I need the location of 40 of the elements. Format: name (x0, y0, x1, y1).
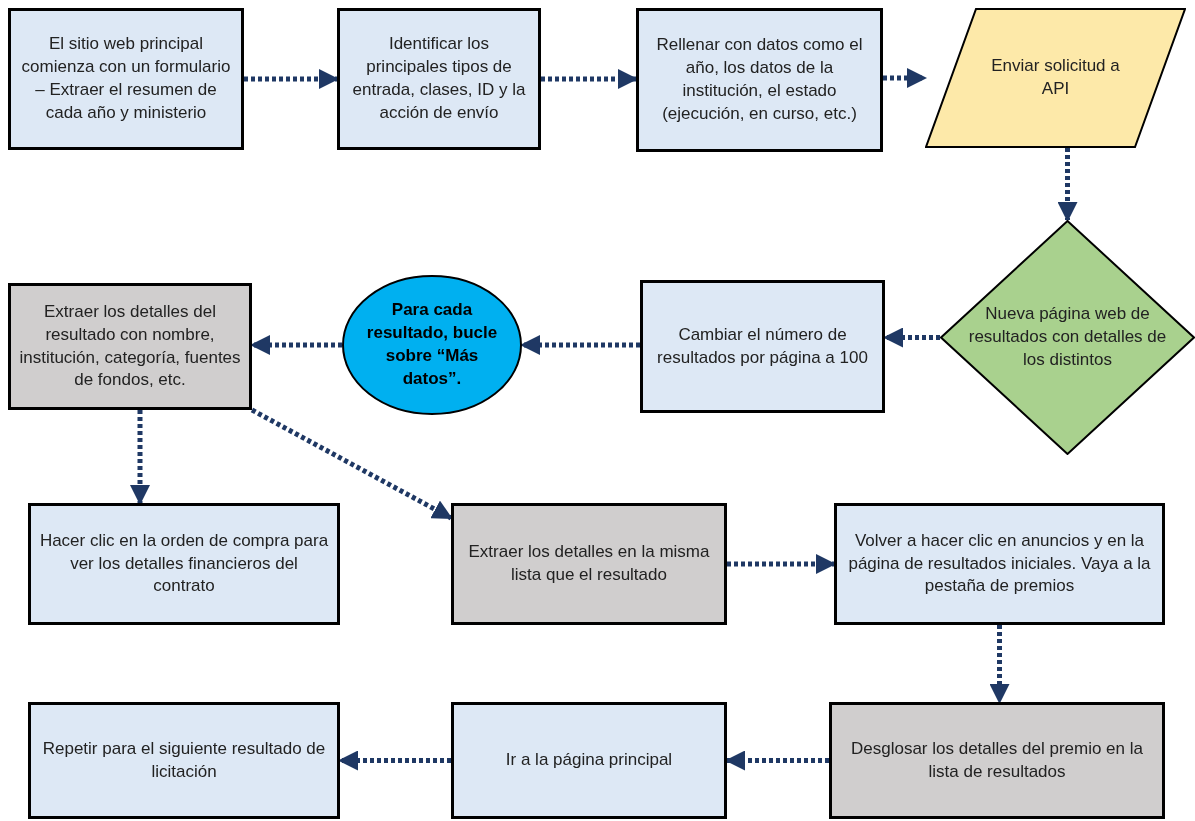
process-box (636, 8, 883, 152)
node-text: Cambiar el número de resultados por página a 100 (656, 323, 869, 369)
process-box (834, 503, 1165, 625)
node-text: El sitio web principal comienza con un formulario – Extraer el resumen de cada año y ministerio (20, 33, 232, 124)
node-text: Hacer clic en la orden de compra para ver los detalles financieros del contrato (38, 529, 330, 598)
node-text: Para cada resultado, bucle sobre “Más datos”. (365, 299, 499, 390)
node-text: Identificar los principales tipos de entrada, clases, ID y la acción de envío (351, 33, 527, 124)
process-box (337, 8, 541, 150)
arrow (130, 410, 150, 505)
arrow (338, 750, 451, 771)
process-box (28, 503, 340, 625)
loop-ellipse (342, 275, 522, 415)
process-box (829, 702, 1165, 819)
process-box (8, 8, 244, 150)
node-text: Volver a hacer clic en anuncios y en la página de resultados iniciales. Vaya a la pestaña de premios (847, 529, 1152, 598)
arrow (250, 335, 342, 355)
arrow (1057, 148, 1078, 222)
node-text: Ir a la página principal (504, 749, 674, 772)
node-text: Rellenar con datos como el año, los datos de la institución, el estado (ejecución, en curso, etc.) (655, 34, 864, 125)
arrow (725, 750, 829, 771)
arrow (883, 327, 940, 348)
process-box (451, 702, 727, 819)
node-text: Desglosar los detalles del premio en la lista de resultados (850, 737, 1144, 783)
node-text: Nueva página web de resultados con detalles de los distintos (967, 303, 1168, 371)
input-parallelogram (925, 8, 1186, 148)
process-box (28, 702, 340, 819)
node-text: Extraer los detalles en la misma lista que el resultado (467, 541, 711, 586)
decision-diamond (940, 220, 1195, 455)
node-text: Repetir para el siguiente resultado de licitación (41, 737, 327, 783)
node-text: Extraer los detalles del resultado con nombre, institución, categoría, fuentes de fondos, etc. (18, 300, 242, 392)
arrow (244, 69, 339, 89)
arrow (250, 407, 453, 521)
node-text: Enviar solicitud a API (990, 55, 1121, 100)
process-box (451, 503, 727, 625)
arrow (989, 625, 1010, 704)
arrow (883, 68, 927, 88)
arrow (727, 554, 836, 574)
process-box (640, 280, 885, 413)
arrow (541, 69, 638, 89)
process-box (8, 283, 252, 410)
